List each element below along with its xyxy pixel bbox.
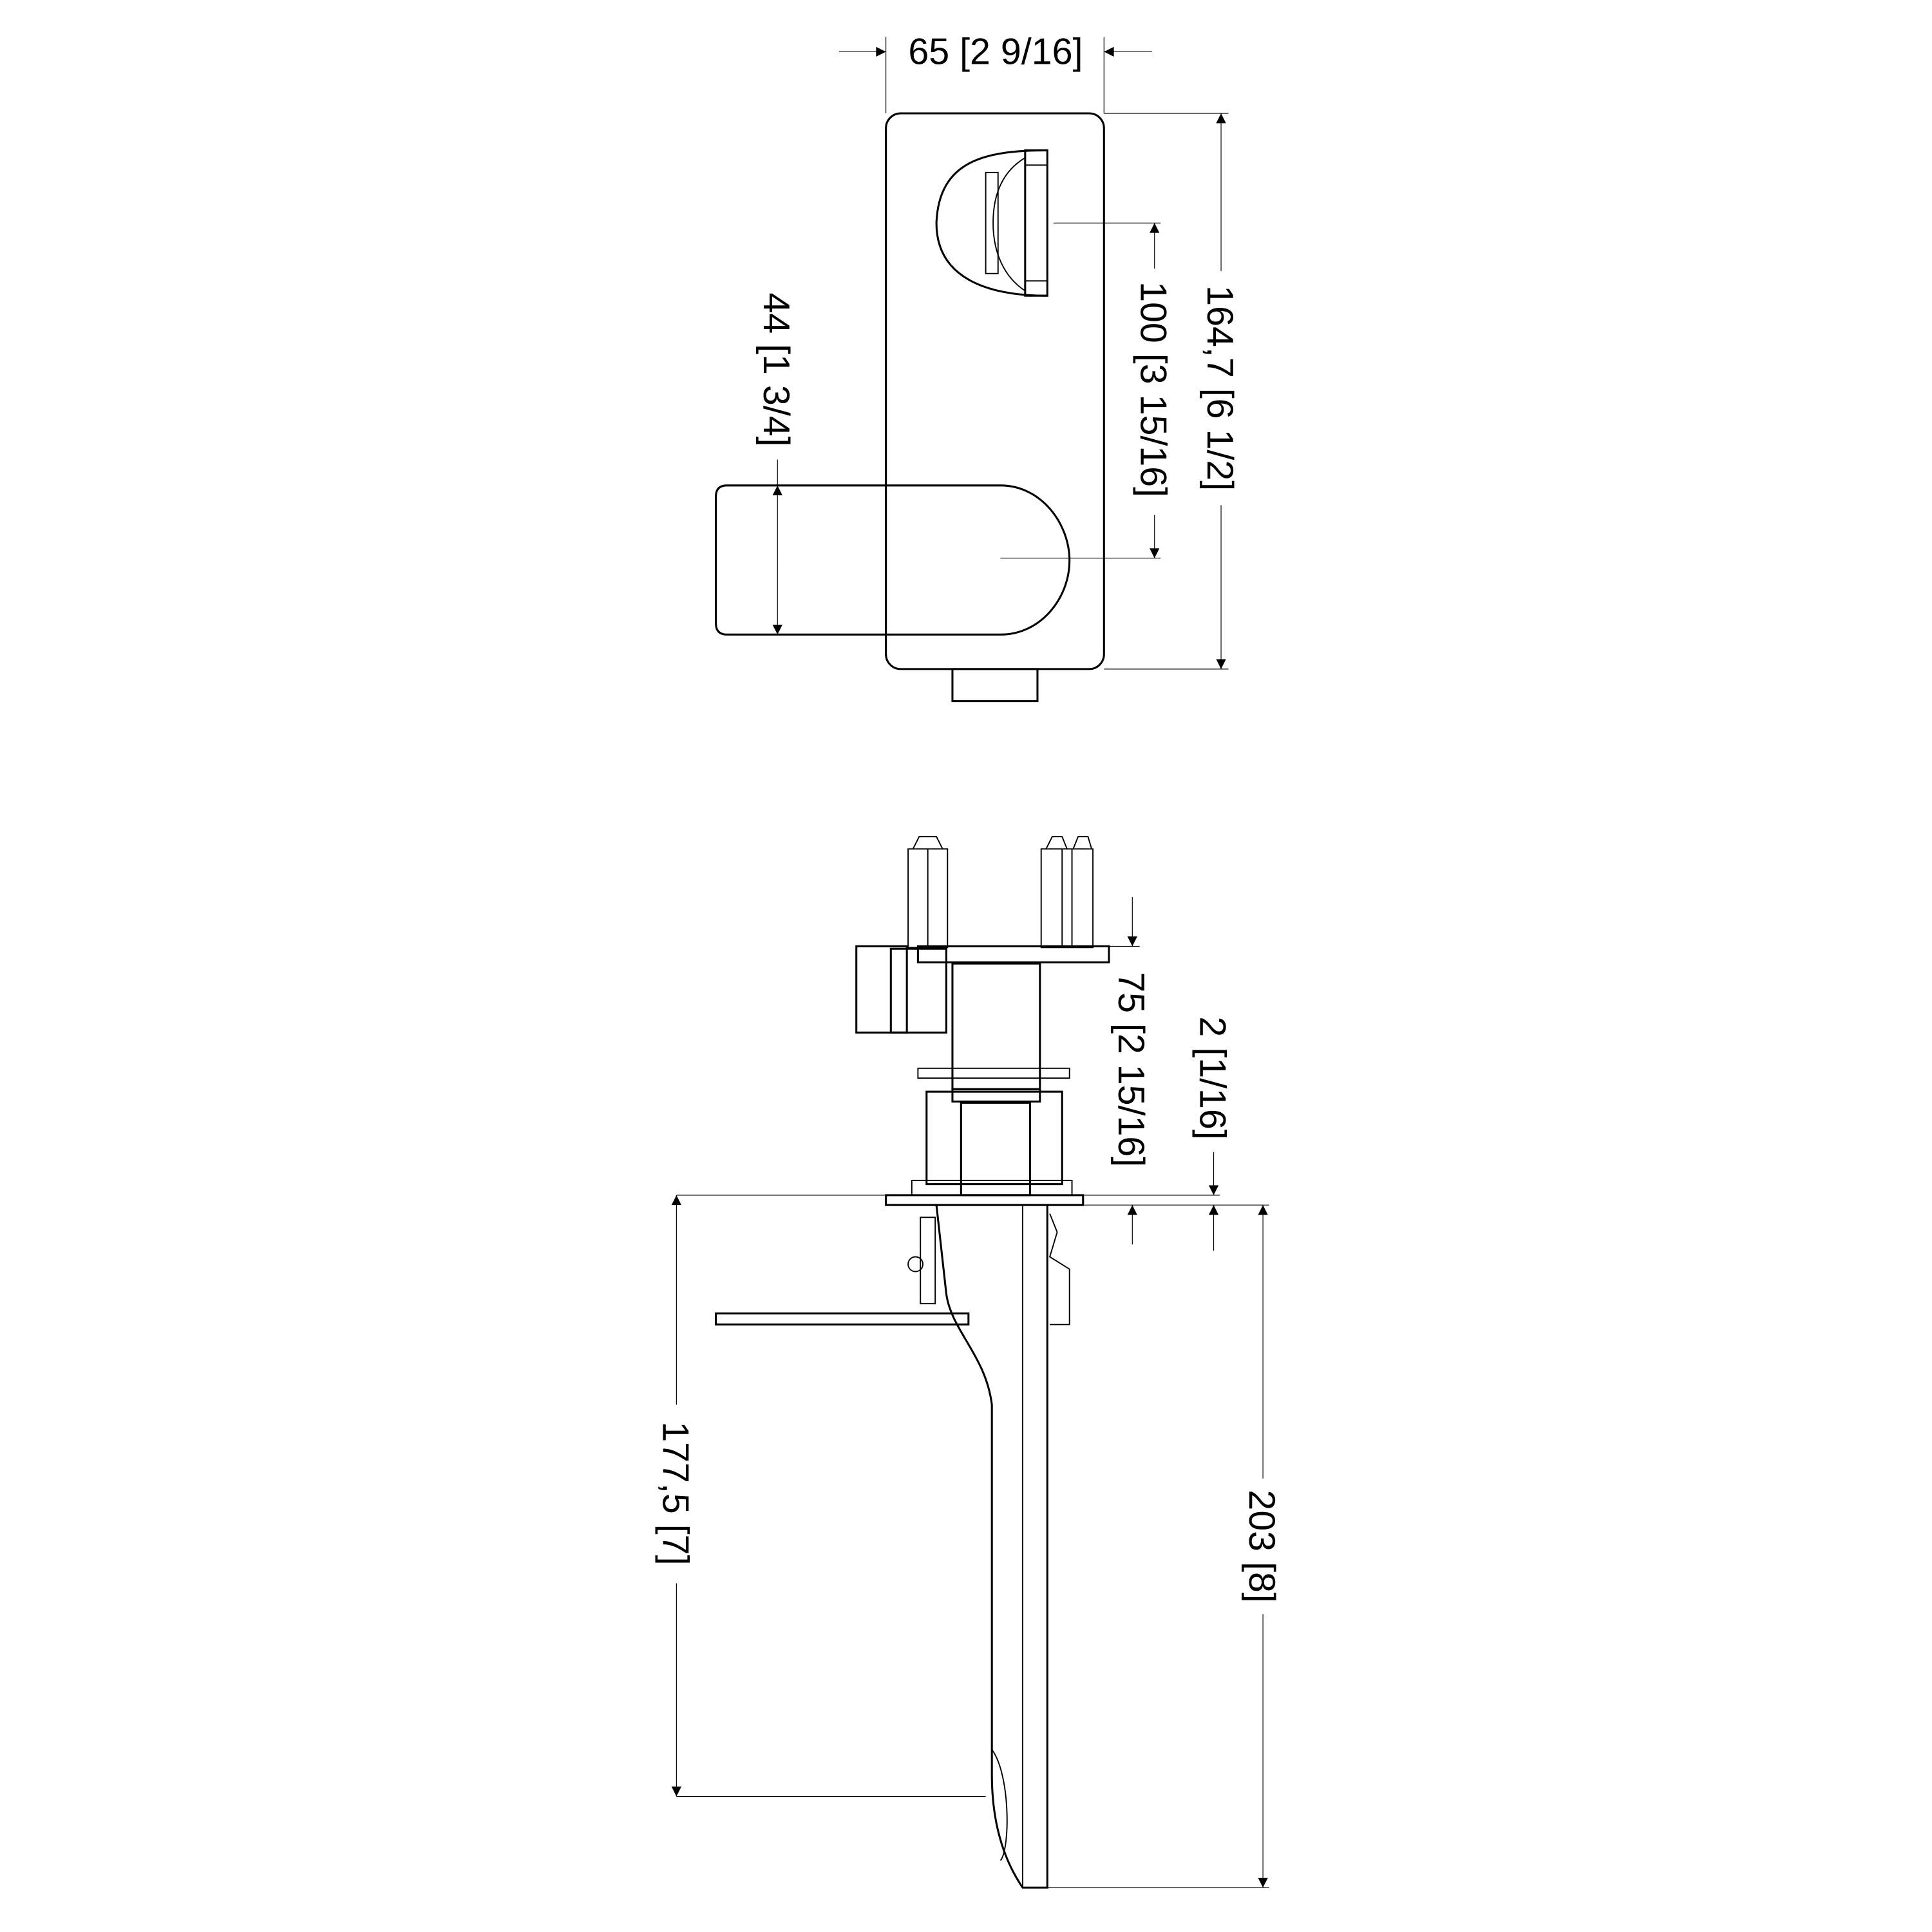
side-view: 75 [2 15/16] 2 [1/16] 177,5 [7] 203 [8] (654, 836, 1282, 1889)
spout-outlet (951, 668, 1039, 703)
dimension-depth: 75 [2 15/16] (1047, 896, 1269, 1245)
spout-body (935, 1205, 1048, 1889)
dimension-total-height: 203 [8] (1047, 1205, 1282, 1888)
width-dimension-label: 65 [2 9/16] (908, 31, 1083, 72)
wall-flange (885, 1194, 1084, 1206)
spout-height-dimension-label: 177,5 [7] (654, 1421, 696, 1565)
dimension-spout-height: 177,5 [7] (654, 1195, 986, 1797)
dimension-width: 65 [2 9/16] (838, 31, 1152, 114)
diverter-knob (935, 149, 1048, 297)
dimension-plate: 2 [1/16] (1084, 1016, 1233, 1251)
dimension-lever: 44 [1 3/4] (755, 292, 797, 635)
height-dimension-label: 164,7 [6 1/2] (1199, 285, 1240, 491)
centers-dimension-label: 100 [3 15/16] (1133, 281, 1174, 497)
front-view: 65 [2 9/16] 164,7 [6 1/2] 100 [3 15/16] … (715, 31, 1240, 703)
dimension-height: 164,7 [6 1/2] (1104, 113, 1240, 670)
dimension-centers: 100 [3 15/16] (1000, 222, 1174, 559)
mounting-studs (907, 836, 1094, 949)
mixer-lever (715, 484, 1071, 636)
plate-dimension-label: 2 [1/16] (1192, 1016, 1233, 1139)
lever-dimension-label: 44 [1 3/4] (755, 292, 797, 446)
depth-dimension-label: 75 [2 15/16] (1110, 972, 1151, 1167)
wall-plate (885, 112, 1105, 670)
total-height-dimension-label: 203 [8] (1241, 1490, 1282, 1602)
shelf-line (715, 1312, 970, 1326)
